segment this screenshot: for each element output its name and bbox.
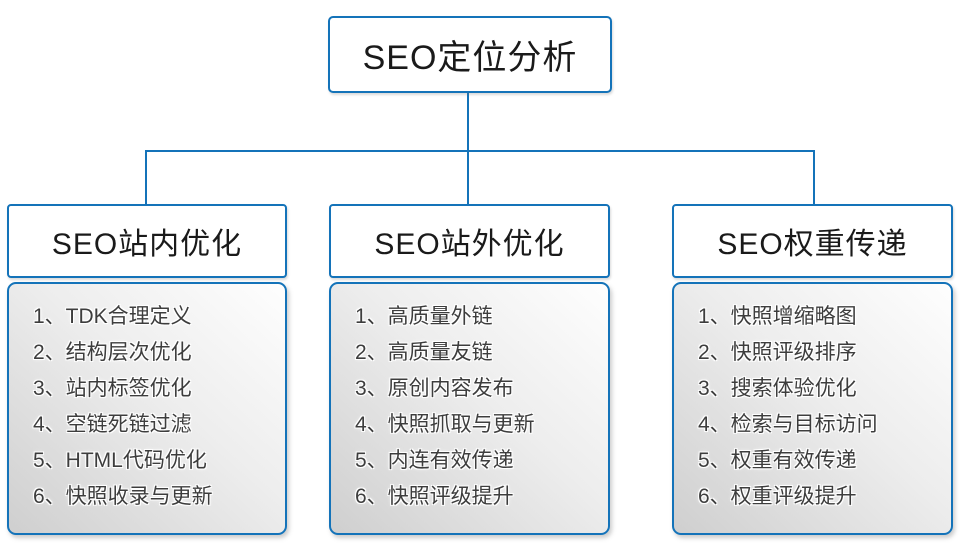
list-item: 3、站内标签优化 — [33, 377, 192, 400]
list-item: 5、内连有效传递 — [355, 449, 514, 472]
branch-weight-header: SEO权重传递 — [672, 204, 953, 278]
list-item: 6、快照收录与更新 — [33, 485, 213, 508]
branch-onsite: SEO站内优化 1、TDK合理定义 2、结构层次优化 3、站内标签优化 4、空链… — [7, 204, 287, 535]
branch-onsite-header: SEO站内优化 — [7, 204, 287, 278]
branch-offsite: SEO站外优化 1、高质量外链 2、高质量友链 3、原创内容发布 4、快照抓取与… — [329, 204, 610, 535]
branch-offsite-title: SEO站外优化 — [374, 228, 565, 261]
list-item: 6、快照评级提升 — [355, 485, 514, 508]
branch-offsite-list: 1、高质量外链 2、高质量友链 3、原创内容发布 4、快照抓取与更新 5、内连有… — [329, 282, 610, 535]
list-item: 1、快照增缩略图 — [698, 305, 857, 328]
branch-onsite-list: 1、TDK合理定义 2、结构层次优化 3、站内标签优化 4、空链死链过滤 5、H… — [7, 282, 287, 535]
list-item: 6、权重评级提升 — [698, 485, 857, 508]
connector-drop-right — [813, 150, 815, 204]
branch-offsite-header: SEO站外优化 — [329, 204, 610, 278]
list-item: 1、高质量外链 — [355, 305, 493, 328]
list-item: 1、TDK合理定义 — [33, 305, 192, 328]
list-item: 2、结构层次优化 — [33, 341, 192, 364]
list-item: 2、快照评级排序 — [698, 341, 857, 364]
list-item: 2、高质量友链 — [355, 341, 493, 364]
branch-weight-list: 1、快照增缩略图 2、快照评级排序 3、搜索体验优化 4、检索与目标访问 5、权… — [672, 282, 953, 535]
root-node-label: SEO定位分析 — [362, 39, 578, 77]
list-item: 3、搜索体验优化 — [698, 377, 857, 400]
connector-drop-left — [145, 150, 147, 204]
root-node: SEO定位分析 — [328, 16, 612, 93]
branch-weight-title: SEO权重传递 — [717, 228, 908, 261]
connector-horizontal — [145, 150, 815, 152]
branch-weight: SEO权重传递 1、快照增缩略图 2、快照评级排序 3、搜索体验优化 4、检索与… — [672, 204, 953, 535]
list-item: 4、检索与目标访问 — [698, 413, 878, 436]
list-item: 5、HTML代码优化 — [33, 449, 207, 472]
list-item: 5、权重有效传递 — [698, 449, 857, 472]
list-item: 4、空链死链过滤 — [33, 413, 192, 436]
connector-root-to-middle — [467, 93, 469, 204]
list-item: 4、快照抓取与更新 — [355, 413, 535, 436]
branch-onsite-title: SEO站内优化 — [51, 228, 243, 261]
list-item: 3、原创内容发布 — [355, 377, 514, 400]
